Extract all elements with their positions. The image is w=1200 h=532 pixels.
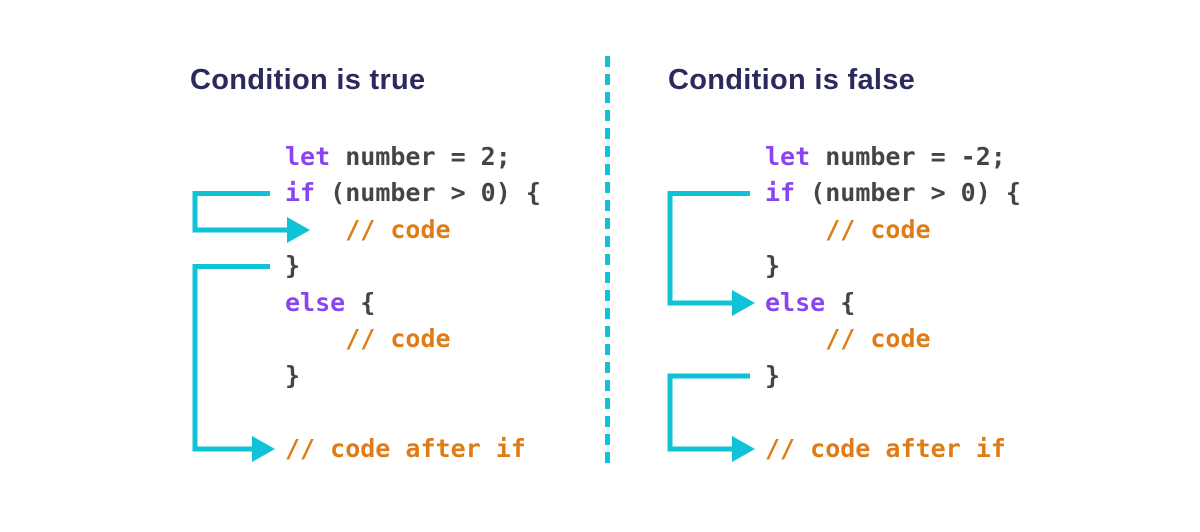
code-line: // code — [285, 212, 541, 249]
code-token-pln — [285, 324, 345, 353]
arrowhead-icon — [732, 290, 755, 316]
code-token-pln: } — [765, 251, 781, 281]
code-line: let number = -2; — [765, 139, 1021, 176]
code-token-com: // code — [825, 214, 931, 244]
code-line: } — [285, 248, 541, 285]
code-line: if (number > 0) { — [285, 175, 541, 212]
code-token-com: // code — [345, 214, 451, 244]
code-line: else { — [285, 285, 541, 322]
code-line — [285, 394, 541, 431]
code-token-pln: (number > 0) { — [795, 178, 1021, 208]
code-token-pln — [765, 215, 825, 244]
code-token-com: // code after if — [285, 433, 526, 463]
code-token-pln: } — [285, 360, 301, 390]
code-line — [765, 394, 1021, 431]
arrowhead-icon — [287, 217, 310, 243]
code-line: let number = 2; — [285, 139, 541, 176]
arrowhead-icon — [252, 436, 275, 462]
code-token-kw: if — [765, 178, 796, 208]
code-line: if (number > 0) { — [765, 175, 1021, 212]
flow-arrow — [667, 191, 755, 316]
code-line: else { — [765, 285, 1021, 322]
code-line: // code — [285, 321, 541, 358]
flow-arrow — [192, 264, 275, 462]
code-token-pln: (number > 0) { — [315, 178, 541, 208]
code-token-kw: let — [765, 141, 811, 171]
code-token-pln — [285, 215, 345, 244]
code-token-pln: number = 2; — [330, 141, 511, 171]
code-token-kw: if — [285, 178, 316, 208]
code-line: } — [765, 248, 1021, 285]
arrowhead-icon — [732, 436, 755, 462]
code-line: // code after if — [285, 431, 541, 468]
code-token-kw: else — [285, 287, 346, 317]
flow-arrow — [667, 373, 755, 462]
code-token-pln: } — [285, 251, 301, 281]
code-line: } — [285, 358, 541, 395]
code-token-com: // code — [345, 324, 451, 354]
code-token-com: // code — [825, 324, 931, 354]
code-token-kw: else — [765, 287, 826, 317]
panel-title-condition-true: Condition is true — [190, 64, 426, 96]
code-block-condition-true: let number = 2;if (number > 0) { // code… — [285, 139, 541, 468]
code-block-condition-false: let number = -2;if (number > 0) { // cod… — [765, 139, 1021, 468]
code-token-pln: { — [345, 287, 376, 317]
code-line: // code — [765, 212, 1021, 249]
code-token-pln: number = -2; — [810, 141, 1006, 171]
code-line: // code — [765, 321, 1021, 358]
panel-title-condition-false: Condition is false — [668, 64, 916, 96]
code-line: } — [765, 358, 1021, 395]
code-token-pln: { — [825, 287, 856, 317]
code-line: // code after if — [765, 431, 1021, 468]
flow-arrow — [192, 191, 310, 243]
code-token-pln — [765, 324, 825, 353]
code-token-pln: } — [765, 360, 781, 390]
code-token-kw: let — [285, 141, 331, 171]
code-token-com: // code after if — [765, 433, 1006, 463]
